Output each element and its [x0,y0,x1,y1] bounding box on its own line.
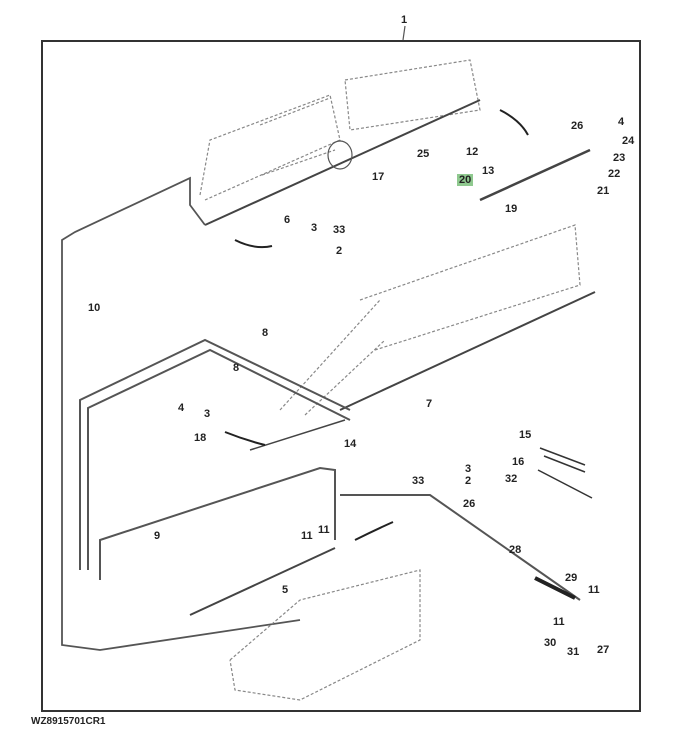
arrow-icon [499,109,529,136]
callout-14: 14 [344,438,357,450]
callout-22: 22 [608,168,621,180]
callout-8: 8 [233,362,240,374]
callout-11: 11 [588,584,600,596]
pipe-8-inner [87,348,351,570]
middle-boom-frame [279,224,581,416]
callout-3: 3 [465,463,472,475]
callout-19: 19 [505,203,518,215]
pipe-28 [340,494,581,601]
callout-26: 26 [463,498,476,510]
callout-32: 32 [505,473,518,485]
line-32 [537,469,593,499]
callout-3: 3 [204,408,211,420]
callout-28: 28 [509,544,522,556]
spring-29 [534,576,576,600]
line-15 [539,447,586,466]
callout-7: 7 [426,398,433,410]
callout-13: 13 [482,165,495,177]
leader-line [402,25,406,41]
pipe-9 [99,466,336,580]
callout-33: 33 [412,475,425,487]
arrow-icon [234,239,273,249]
callout-2: 2 [336,245,343,257]
callout-11: 11 [318,524,330,536]
callout-4: 4 [178,402,185,414]
callout-24: 24 [622,135,635,147]
callout-9: 9 [154,530,161,542]
callout-18: 18 [194,432,207,444]
pipe-8-outer [79,338,351,570]
callout-15: 15 [519,429,532,441]
line-16 [543,455,586,473]
lower-frame [229,569,421,701]
callout-25: 25 [417,148,430,160]
callout-4: 4 [618,116,625,128]
callout-31: 31 [567,646,580,658]
pipe-6-25 [204,99,481,226]
callout-27: 27 [597,644,610,656]
callout-11: 11 [553,616,565,628]
callout-21: 21 [597,185,610,197]
pipe-5 [189,547,336,616]
callout-11: 11 [301,530,313,542]
arrow-icon [224,431,266,446]
callout-30: 30 [544,637,557,649]
pipe-7 [339,291,596,411]
callout-8: 8 [262,327,269,339]
hose-loop-17 [327,140,353,170]
upper-boom-frame [199,59,481,201]
callout-26: 26 [571,120,584,132]
callout-12: 12 [466,146,479,158]
callout-33: 33 [333,224,346,236]
diagram-frame [41,40,641,712]
callout-3: 3 [311,222,318,234]
pipe-14 [249,419,346,451]
callout-2: 2 [465,475,472,487]
callout-1: 1 [401,14,408,26]
nozzle-body-assembly [479,148,591,202]
callout-10: 10 [88,302,101,314]
callout-17: 17 [372,171,385,183]
callout-20-highlighted[interactable]: 20 [457,174,474,186]
callout-5: 5 [282,584,289,596]
callout-23: 23 [613,152,626,164]
figure-id-label: WZ8915701CR1 [31,716,106,727]
callout-16: 16 [512,456,525,468]
callout-29: 29 [565,572,578,584]
callout-6: 6 [284,214,291,226]
pipe-10 [61,176,301,651]
arrow-icon [354,521,394,541]
